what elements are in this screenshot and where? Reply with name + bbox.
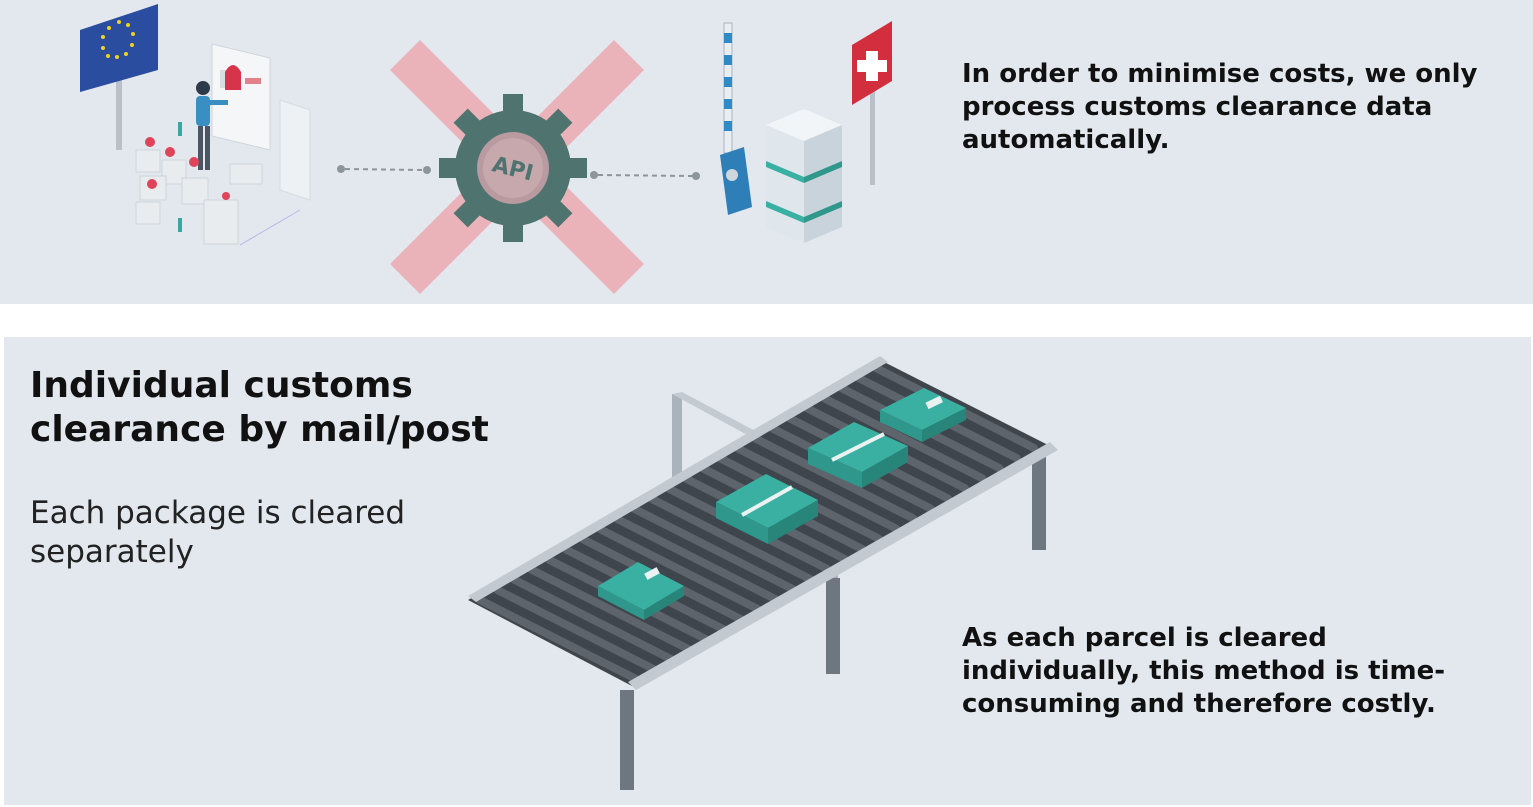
eu-flag-icon (80, 4, 158, 150)
online-shop-scene (80, 4, 311, 246)
api-gear-icon (439, 94, 587, 242)
swiss-border-scene (720, 21, 892, 243)
parcel-icon (716, 474, 818, 544)
parcel-icon (598, 562, 684, 620)
bottom-note: As each parcel is cleared individually, … (962, 623, 1446, 719)
top-note: In order to minimise costs, we only proc… (962, 59, 1478, 155)
parcel-icon (808, 422, 908, 488)
connector-left (337, 165, 431, 174)
border-barrier-icon (720, 22, 752, 215)
api-cross-scene: API (390, 40, 644, 294)
swiss-flag-icon (852, 21, 892, 185)
connector-right (590, 171, 700, 180)
section-description: Each package is cleared separately (30, 495, 406, 570)
customs-booth-icon (766, 109, 842, 243)
conveyor-belt-icon (468, 356, 1058, 790)
section-title: Individual customs clearance by mail/pos… (30, 365, 489, 450)
parcel-icon (880, 388, 966, 442)
online-shop-icon (135, 43, 311, 246)
